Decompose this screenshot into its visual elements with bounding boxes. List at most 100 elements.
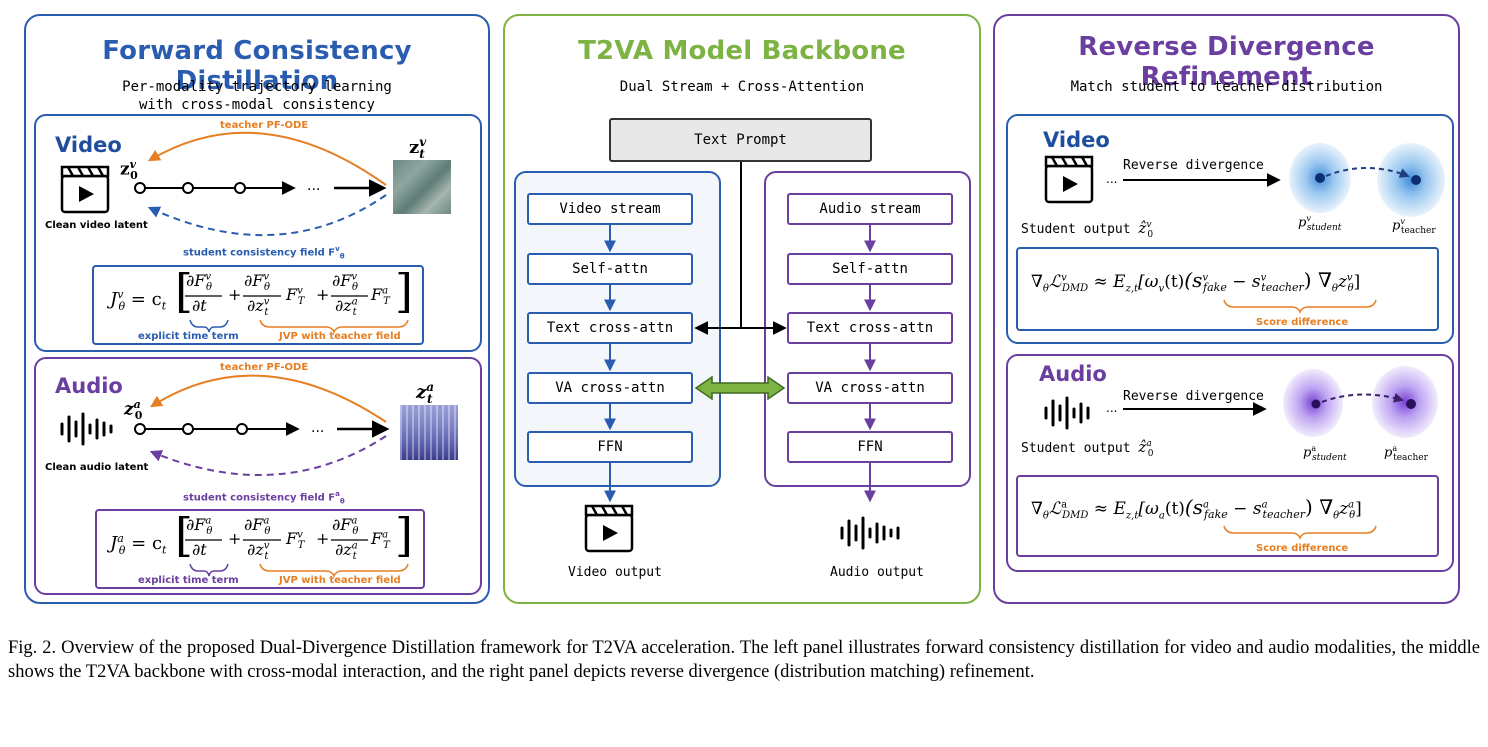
left-audio-heading: Audio — [55, 374, 123, 398]
f3-sub: T — [383, 296, 390, 308]
left-audio-zt: zat — [416, 380, 435, 406]
grad-sub: θ — [1042, 510, 1049, 522]
video-output-label: Video output — [568, 565, 662, 580]
right-audio-brace-label: Score difference — [1256, 543, 1349, 554]
f3: F — [371, 529, 383, 548]
left-audio-latent-caption: Clean audio latent — [45, 462, 149, 473]
loss-sub: DMD — [1062, 510, 1089, 522]
left-video-dots: ... — [307, 178, 321, 194]
left-video-latent-caption: Clean video latent — [45, 220, 148, 231]
left-panel: Forward Consistency Distillation Per-mod… — [24, 14, 490, 604]
s2-sub: teacher — [1262, 508, 1306, 522]
frac1-num-sub: θ — [206, 526, 213, 538]
frac2-den: ∂z — [247, 296, 264, 315]
frac1-num: ∂F — [186, 515, 206, 534]
right-video-arrow-label: Reverse divergence — [1123, 158, 1264, 173]
zt-sub: t — [427, 391, 433, 406]
frac1-num-sup: v — [205, 271, 212, 283]
student-label-sup: v — [335, 245, 340, 253]
student-label-text: student consistency field F — [183, 247, 336, 259]
left-audio-frac1-num: ∂Faθ — [186, 515, 212, 537]
audio-self-attn-node: Self-attn — [787, 253, 953, 285]
p-teacher-sub: teacher — [1393, 452, 1428, 463]
loss-sup: a — [1061, 499, 1068, 511]
s1-sub: fake — [1203, 281, 1227, 295]
right-video-brace-label: Score difference — [1256, 317, 1349, 328]
grad-sub: θ — [1042, 283, 1049, 295]
student-sym-sup: v — [1146, 220, 1152, 230]
right-video-heading: Video — [1043, 128, 1110, 152]
eq-ct-sub: t — [162, 543, 167, 557]
frac3-num: ∂F — [332, 515, 352, 534]
z0-sub: 0 — [134, 409, 143, 423]
student-sym-sub: 0 — [1147, 449, 1154, 459]
left-video-frac2-num: ∂Fvθ — [244, 271, 270, 293]
p-teacher: p — [1392, 218, 1401, 234]
left-audio-frac3-num: ∂Faθ — [332, 515, 358, 537]
s1-sub: fake — [1203, 508, 1228, 522]
left-audio-bracket-open: [ — [175, 508, 193, 562]
student-output-text: Student output — [1021, 222, 1139, 237]
left-audio-bracket-close: ] — [395, 508, 413, 562]
left-video-eq-lhs: Jvθ = ct — [110, 288, 166, 313]
frac2-num: ∂F — [244, 515, 264, 534]
audio-output-label: Audio output — [830, 565, 924, 580]
s1-sup: v — [1202, 272, 1209, 284]
right-audio-heading: Audio — [1039, 362, 1107, 386]
loss: ℒ — [1048, 272, 1062, 292]
end: ] — [1355, 499, 1362, 519]
minus: − s — [1226, 272, 1261, 292]
left-audio-student-label: student consistency field Faθ — [183, 490, 345, 505]
z-sub: θ — [1347, 283, 1354, 295]
left-audio-teacher-label: teacher PF-ODE — [220, 362, 309, 373]
middle-panel: T2VA Model Backbone Dual Stream + Cross-… — [503, 14, 981, 604]
right-panel-subtitle: Match student to teacher distribution — [1070, 79, 1383, 95]
left-video-zt: zvt — [409, 135, 426, 161]
s1: (s — [1184, 268, 1203, 292]
audio-spectrogram-thumbnail — [400, 405, 458, 460]
grad: ∇ — [1031, 499, 1043, 519]
video-self-attn-node: Self-attn — [527, 253, 693, 285]
frac3-den-sub: t — [352, 551, 357, 563]
left-video-frac1-den: ∂t — [192, 296, 207, 315]
video-noisy-latent-thumbnail — [393, 160, 451, 214]
s2-sup: a — [1261, 499, 1268, 511]
p-teacher-video-label: pvteacher — [1392, 217, 1436, 236]
video-ffn-node: FFN — [527, 431, 693, 463]
e-sub: z,t — [1125, 510, 1139, 522]
eq-lhs: J — [110, 533, 118, 554]
f3: F — [371, 285, 383, 304]
zt-sup: a — [426, 380, 435, 394]
student-output-sym: ẑa0 — [1138, 438, 1154, 459]
frac3-den-sup: a — [351, 296, 358, 308]
t: (t) — [1164, 499, 1185, 519]
grad2-sub: θ — [1331, 283, 1338, 295]
left-audio-brace-label-1: explicit time term — [138, 575, 239, 586]
p-teacher-sup: v — [1400, 217, 1405, 226]
loss: ℒ — [1048, 499, 1062, 519]
eq-equals: = c — [131, 533, 163, 554]
s2-sup: v — [1260, 272, 1267, 284]
eq-lhs-sub: θ — [118, 543, 126, 557]
eq-lhs-sub: θ — [118, 299, 126, 313]
s2-sub: teacher — [1261, 281, 1304, 295]
audio-text-cross-attn-node: Text cross-attn — [787, 312, 953, 344]
frac3-num-sub: θ — [352, 526, 359, 538]
student-output-text: Student output — [1021, 441, 1139, 456]
left-video-frac1-num: ∂Fvθ — [186, 271, 212, 293]
z0-sup: v — [129, 158, 137, 171]
left-video-bracket-close: ] — [395, 264, 413, 318]
p-teacher-sub: teacher — [1400, 225, 1436, 236]
left-video-brace-label-1: explicit time term — [138, 331, 239, 342]
approx: ≈ E — [1088, 272, 1126, 292]
frac2-num-sub: θ — [264, 282, 271, 294]
p-student-sup: a — [1311, 444, 1317, 453]
video-stream-node: Video stream — [527, 193, 693, 225]
frac2-num-sub: θ — [264, 526, 271, 538]
eq-lhs-sup: v — [117, 288, 124, 301]
f2-sup: v — [297, 529, 303, 541]
audio-va-cross-attn-node: VA cross-attn — [787, 372, 953, 404]
eq-lhs-sup: a — [117, 532, 124, 545]
middle-panel-subtitle: Dual Stream + Cross-Attention — [619, 79, 865, 95]
frac3-num: ∂F — [332, 271, 352, 290]
